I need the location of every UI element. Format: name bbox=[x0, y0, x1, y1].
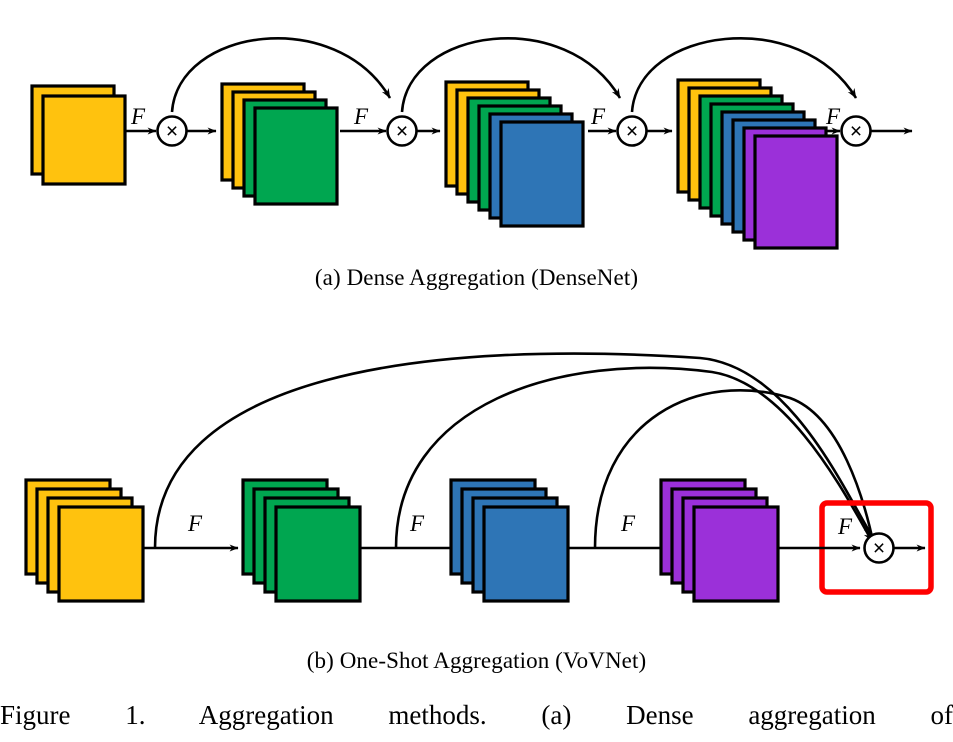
aggregation-node-a-1 bbox=[156, 115, 188, 147]
subcaption-b: (b) One-Shot Aggregation (VoVNet) bbox=[306, 648, 647, 673]
node-symbol-a-3: × bbox=[626, 120, 638, 143]
stack-a-3 bbox=[444, 80, 585, 228]
transform-label-a-2: F bbox=[353, 104, 369, 129]
osa-skip-arcs bbox=[153, 352, 876, 549]
subcaption-a: (a) Dense Aggregation (DenseNet) bbox=[314, 265, 639, 290]
aggregation-node-a-4 bbox=[840, 115, 872, 147]
stack-a-1 bbox=[30, 84, 127, 186]
connector-b-1: F bbox=[143, 511, 239, 552]
transform-label-b-3: F bbox=[620, 511, 636, 536]
stack-b-4 bbox=[659, 478, 780, 603]
transform-label-a-4: F bbox=[825, 104, 841, 129]
aggregation-node-a-3 bbox=[616, 115, 648, 147]
transform-label-a-3: F bbox=[590, 104, 606, 129]
aggregation-node-a-2 bbox=[386, 115, 418, 147]
stack-b-3 bbox=[449, 478, 570, 603]
transform-label-b-1: F bbox=[187, 511, 203, 536]
node-symbol-b-final: × bbox=[873, 537, 885, 560]
osa-arc-3 bbox=[593, 389, 876, 549]
connector-a-1: F × bbox=[126, 104, 217, 147]
skip-arc-3 bbox=[630, 37, 858, 113]
node-symbol-a-4: × bbox=[850, 120, 862, 143]
connector-a-3: F × bbox=[588, 104, 673, 147]
stack-b-1 bbox=[24, 478, 145, 603]
osa-arc-1 bbox=[153, 352, 874, 549]
stack-b-2 bbox=[241, 478, 362, 603]
dense-skip-arcs bbox=[170, 37, 858, 113]
stack-a-2 bbox=[220, 82, 339, 206]
connector-a-4: F × bbox=[825, 104, 913, 147]
osa-arc-2 bbox=[394, 366, 874, 549]
transform-label-b-4: F bbox=[837, 514, 853, 539]
node-symbol-a-2: × bbox=[396, 120, 408, 143]
skip-arc-2 bbox=[400, 37, 622, 113]
figure-caption: Figure 1. Aggregation methods. (a) Dense… bbox=[0, 700, 953, 730]
stack-a-4 bbox=[676, 78, 839, 250]
aggregation-node-b-final bbox=[863, 532, 895, 564]
connector-a-2: F × bbox=[340, 104, 441, 147]
connector-b-3: F bbox=[568, 511, 677, 552]
node-symbol-a-1: × bbox=[166, 120, 178, 143]
connector-b-2: F bbox=[360, 511, 467, 552]
transform-label-a-1: F bbox=[130, 104, 146, 129]
skip-arc-1 bbox=[170, 37, 392, 113]
connector-b-4: F × bbox=[778, 514, 926, 564]
transform-label-b-2: F bbox=[409, 511, 425, 536]
